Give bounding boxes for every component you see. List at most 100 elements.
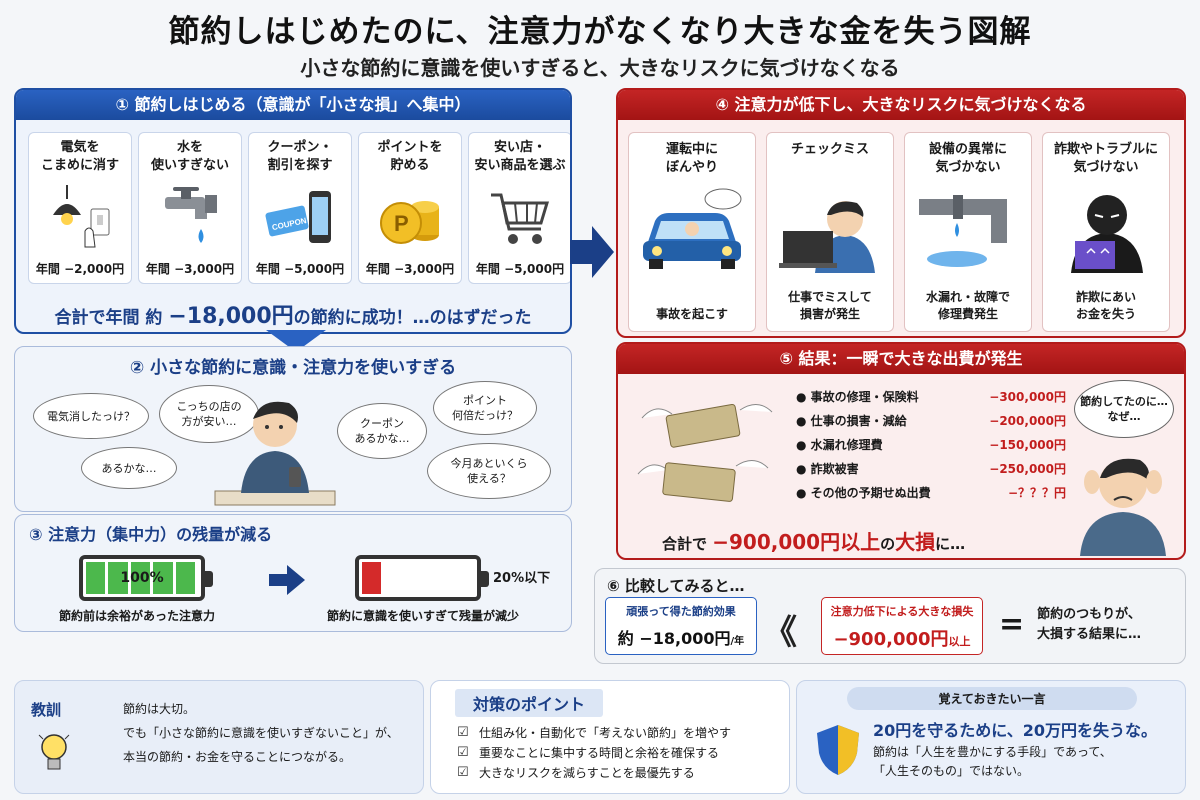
saving-effect-title: 頑張って得た節約効果: [626, 605, 736, 618]
card-equipment: 設備の異常に 気づかない 水漏れ・故障で 修理費発生: [904, 132, 1032, 332]
flying-money-icon: [637, 403, 773, 502]
lesson-box: 教訓 節約は大切。 でも「小さな節約に意識を使いすぎないこと」が、 本当の節約・…: [14, 680, 424, 794]
loss-value: −150,000円: [989, 438, 1066, 452]
quote-sub: 節約は「人生を豊かにする手段」であって、 「人生そのもの」ではない。: [873, 743, 1112, 781]
thought-bubble: 今月あといくら 使える？: [427, 443, 551, 499]
total-prefix: 合計で: [662, 535, 713, 553]
lesson-line: 節約は大切。: [123, 702, 196, 716]
faucet-icon: [165, 187, 217, 243]
bullet-icon: ●: [796, 414, 807, 428]
quote-box: 覚えておきたい一言 20円を守るために、20万円を失うな。 節約は「人生を豊かに…: [796, 680, 1186, 794]
thought-bubble: クーポン あるかな…: [337, 403, 427, 459]
loss-value: −300,000円: [989, 390, 1066, 404]
card-label: 電気を こまめに消す: [40, 140, 119, 173]
loss-row: ● 仕事の損害・減給 −200,000円: [796, 412, 1066, 436]
thought-bubble: 電気消したっけ？: [33, 393, 149, 439]
bullet-icon: ●: [796, 390, 807, 404]
total-value: −900,000円以上: [712, 530, 881, 554]
car-icon: [643, 188, 742, 269]
worried-man-icon: [214, 401, 336, 506]
saving-effect-unit: /年: [730, 636, 745, 647]
measure-item: 仕組み化・自動化で「考えない節約」を増やす: [457, 723, 731, 743]
battery-segment: [130, 562, 151, 594]
panel-attention-battery: ③ 注意力（集中力）の残量が減る 100% 20%以下 節約前は余裕があった注意…: [14, 514, 572, 632]
big-loss-unit: 以上: [948, 635, 971, 648]
quote-label: 覚えておきたい一言: [847, 687, 1137, 710]
measures-list: 仕組み化・自動化で「考えない節約」を増やす 重要なことに集中する時間と余裕を確保…: [457, 723, 731, 783]
lamp-switch-icon: [53, 185, 110, 248]
card-electricity: 電気を こまめに消す 年間 −2,000円: [28, 132, 132, 284]
card-label: クーポン・ 割引を探す: [267, 140, 333, 173]
loss-name: 仕事の損害・減給: [810, 414, 907, 428]
measures-box: 対策のポイント 仕組み化・自動化で「考えない節約」を増やす 重要なことに集中する…: [430, 680, 790, 794]
panel-overuse-attention: ② 小さな節約に意識・注意力を使いすぎる 電気消したっけ？ こっちの店の 方が安…: [14, 346, 572, 512]
loss-row: ● 詐欺被害 −250,000円: [796, 460, 1066, 484]
point-coins-icon: P: [380, 201, 439, 244]
quote-main: 20円を守るために、20万円を失うな。: [873, 721, 1158, 740]
low-battery-icon: [355, 555, 489, 601]
card-label: 安い店・ 安い商品を選ぶ: [474, 140, 566, 173]
card-amount: 年間 −2,000円: [35, 262, 125, 276]
saving-effect-value: 約 −18,000円: [617, 629, 731, 648]
rcard-foot: 水漏れ・故障で 修理費発生: [925, 290, 1010, 321]
total-suffix: に…: [935, 535, 966, 553]
big-loss-title: 注意力低下による大きな損失: [830, 605, 974, 618]
card-amount: 年間 −3,000円: [365, 262, 455, 276]
lesson-line: でも「小さな節約に意識を使いすぎないこと」が、: [123, 726, 399, 740]
full-battery-icon: 100%: [79, 555, 213, 601]
loss-row: ● その他の予期せぬ出費−？？？円: [796, 484, 1066, 508]
loss-name: 詐欺被害: [810, 462, 859, 476]
measure-item: 重要なことに集中する時間と余裕を確保する: [457, 743, 731, 763]
lesson-badge: 教訓: [31, 701, 62, 719]
bullet-icon: ●: [796, 438, 807, 452]
comparison-result: 節約のつもりが、 大損する結果に…: [1037, 607, 1142, 642]
bullet-icon: ●: [796, 462, 807, 476]
total-prefix: 合計で年間 約: [54, 308, 169, 328]
battery-segment: [86, 562, 106, 594]
panel1-total: 合計で年間 約 −18,000円の節約に成功！…のはずだった: [16, 298, 570, 330]
loss-value: −200,000円: [989, 414, 1066, 428]
panel3-heading: ③ 注意力（集中力）の残量が減る: [29, 525, 273, 544]
thought-bubble: こっちの店の 方が安い…: [159, 385, 259, 443]
measures-heading: 対策のポイント: [455, 689, 604, 717]
loss-value: −250,000円: [989, 462, 1066, 476]
shield-icon: [817, 725, 859, 775]
card-coupon: クーポン・ 割引を探す COUPON 年間 −5,000円: [248, 132, 352, 284]
rcard-label: チェックミス: [790, 142, 869, 157]
panel-saving-start: ① 節約しはじめる（意識が「小さな損」へ集中） 電気を こまめに消す 年間 −2…: [14, 88, 572, 334]
card-amount: 年間 −5,000円: [255, 262, 345, 276]
compare-icon: 《: [763, 613, 797, 653]
total-mid: の: [880, 535, 896, 553]
total-big: 大損: [895, 530, 936, 554]
measure-item: 大きなリスクを減らすことを最優先する: [457, 763, 731, 783]
loss-name: 事故の修理・保険料: [810, 390, 919, 404]
thought-bubble: あるかな…: [81, 447, 177, 489]
total-value: −18,000円: [168, 304, 294, 329]
loss-list: ● 事故の修理・保険料 −300,000円 ● 仕事の損害・減給 −200,000円…: [796, 388, 1066, 508]
card-label: ポイントを 貯める: [377, 140, 443, 173]
worker-laptop-icon: [779, 201, 875, 273]
card-water: 水を 使いすぎない 年間 −3,000円: [138, 132, 242, 284]
equals-sign: =: [999, 607, 1025, 642]
coin-letter: P: [394, 211, 409, 236]
card-points: ポイントを 貯める P 年間 −3,000円: [358, 132, 462, 284]
battery-segment: [108, 562, 128, 594]
coupon-phone-icon: COUPON: [265, 191, 331, 243]
panel6-heading: ⑥ 比較してみると…: [607, 577, 745, 595]
lesson-text: 節約は大切。 でも「小さな節約に意識を使いすぎないこと」が、 本当の節約・お金を…: [123, 697, 399, 769]
bullet-icon: ●: [796, 486, 807, 500]
rcard-foot: 仕事でミスして 損害が発生: [788, 290, 872, 321]
desperate-man-icon: [1080, 458, 1166, 556]
page-subtitle: 小さな節約に意識を使いすぎると、大きなリスクに気づけなくなる: [300, 56, 900, 80]
saving-effect-box: 頑張って得た節約効果 約 −18,000円/年: [605, 597, 757, 655]
panel-comparison: ⑥ 比較してみると… 頑張って得た節約効果 約 −18,000円/年 《 注意力…: [594, 568, 1186, 664]
card-amount: 年間 −3,000円: [145, 262, 235, 276]
total-suffix: の節約に成功！…のはずだった: [293, 308, 532, 328]
page-title: 節約しはじめたのに、注意力がなくなり大きな金を失う図解: [168, 14, 1032, 50]
loss-name: その他の予期せぬ出費: [810, 486, 931, 500]
battery-segment: [362, 562, 382, 594]
thought-bubble: ポイント 何倍だっけ？: [433, 381, 537, 435]
rcard-label: 運転中に ぼんやり: [665, 142, 718, 175]
card-check-miss: チェックミス 仕事でミスして 損害が発生: [766, 132, 894, 332]
right-arrow-icon: [269, 565, 305, 595]
